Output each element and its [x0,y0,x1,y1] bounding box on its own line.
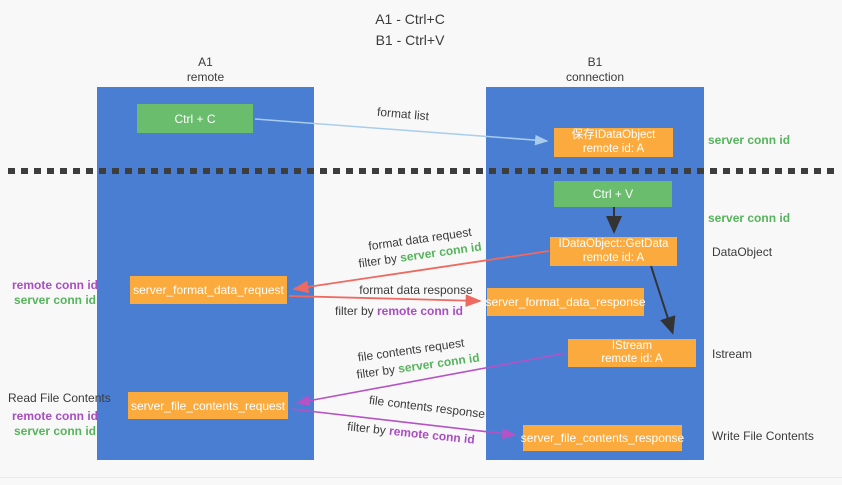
filter-by-text: filter by [355,361,400,382]
side-server-conn-id-file: server conn id [13,424,96,438]
istream-line1: IStream [611,339,653,352]
lane-b-subtitle: connection [565,70,625,84]
label-filter-by-remote-conn-id-file: filter by remote conn id [347,419,476,446]
side-write-file-contents: Write File Contents [712,429,814,443]
lane-a-header: A1 remote [97,55,314,85]
filter-by-text: filter by [334,304,377,318]
server-format-data-request-label: server_format_data_request [133,283,284,297]
side-server-conn-id-top: server conn id [708,133,791,147]
side-remote-conn-id-fmt: remote conn id [12,278,99,292]
label-format-list: format list [376,104,430,124]
ctrl-c-label: Ctrl + C [174,111,216,126]
node-istream: IStream remote id: A [568,339,696,367]
filter-by-text: filter by [357,250,402,271]
istream-line2: remote id: A [601,353,663,365]
side-read-file-contents: Read File Contents [8,391,111,405]
title-line-1: A1 - Ctrl+C [375,11,445,27]
ctrl-v-label: Ctrl + V [592,187,634,201]
node-ctrl-c: Ctrl + C [137,104,253,133]
side-dataobject: DataObject [712,245,773,259]
lane-a-subtitle: remote [186,70,225,84]
idataobject-getdata-line2: remote id: A [582,251,645,264]
side-istream: Istream [712,347,753,361]
side-remote-conn-id-file: remote conn id [12,409,99,423]
server-file-contents-request-label: server_file_contents_request [130,398,286,413]
save-idataobject-line1: 保存IDataObject [571,129,656,141]
diagram-title: A1 - Ctrl+C B1 - Ctrl+V [0,9,820,51]
node-server-format-data-response: server_format_data_response [485,288,646,316]
side-server-conn-id-mid: server conn id [708,211,791,225]
side-format-conn-ids: remote conn id server conn id [12,278,99,308]
server-file-contents-response-label: server_file_contents_response [520,431,685,445]
label-file-contents-response: file contents response [368,392,486,422]
node-idataobject-getdata: IDataObject::GetData remote id: A [550,237,677,266]
lane-b-header: B1 connection [486,55,704,85]
bottom-divider [0,477,842,478]
side-file-conn-ids: remote conn id server conn id [12,409,99,439]
remote-conn-id-text: remote conn id [388,423,476,447]
node-server-format-data-request: server_format_data_request [130,276,287,304]
title-line-2: B1 - Ctrl+V [375,32,445,48]
lane-b-title: B1 [587,55,603,69]
node-server-file-contents-response: server_file_contents_response [520,425,685,451]
node-save-idataobject: 保存IDataObject remote id: A [554,128,673,157]
remote-conn-id-text: remote conn id [377,304,464,318]
save-idataobject-line2: remote id: A [582,142,645,155]
idataobject-getdata-line1: IDataObject::GetData [558,238,669,250]
server-format-data-response-label: server_format_data_response [485,295,646,309]
label-filter-by-remote-conn-id-fmt: filter by remote conn id [335,304,463,318]
lane-a-title: A1 [198,55,213,69]
label-format-data-response: format data response [359,283,473,297]
side-server-conn-id-fmt: server conn id [13,293,96,307]
node-server-file-contents-request: server_file_contents_request [128,392,288,419]
filter-by-text: filter by [346,419,390,438]
node-ctrl-v: Ctrl + V [554,181,672,207]
